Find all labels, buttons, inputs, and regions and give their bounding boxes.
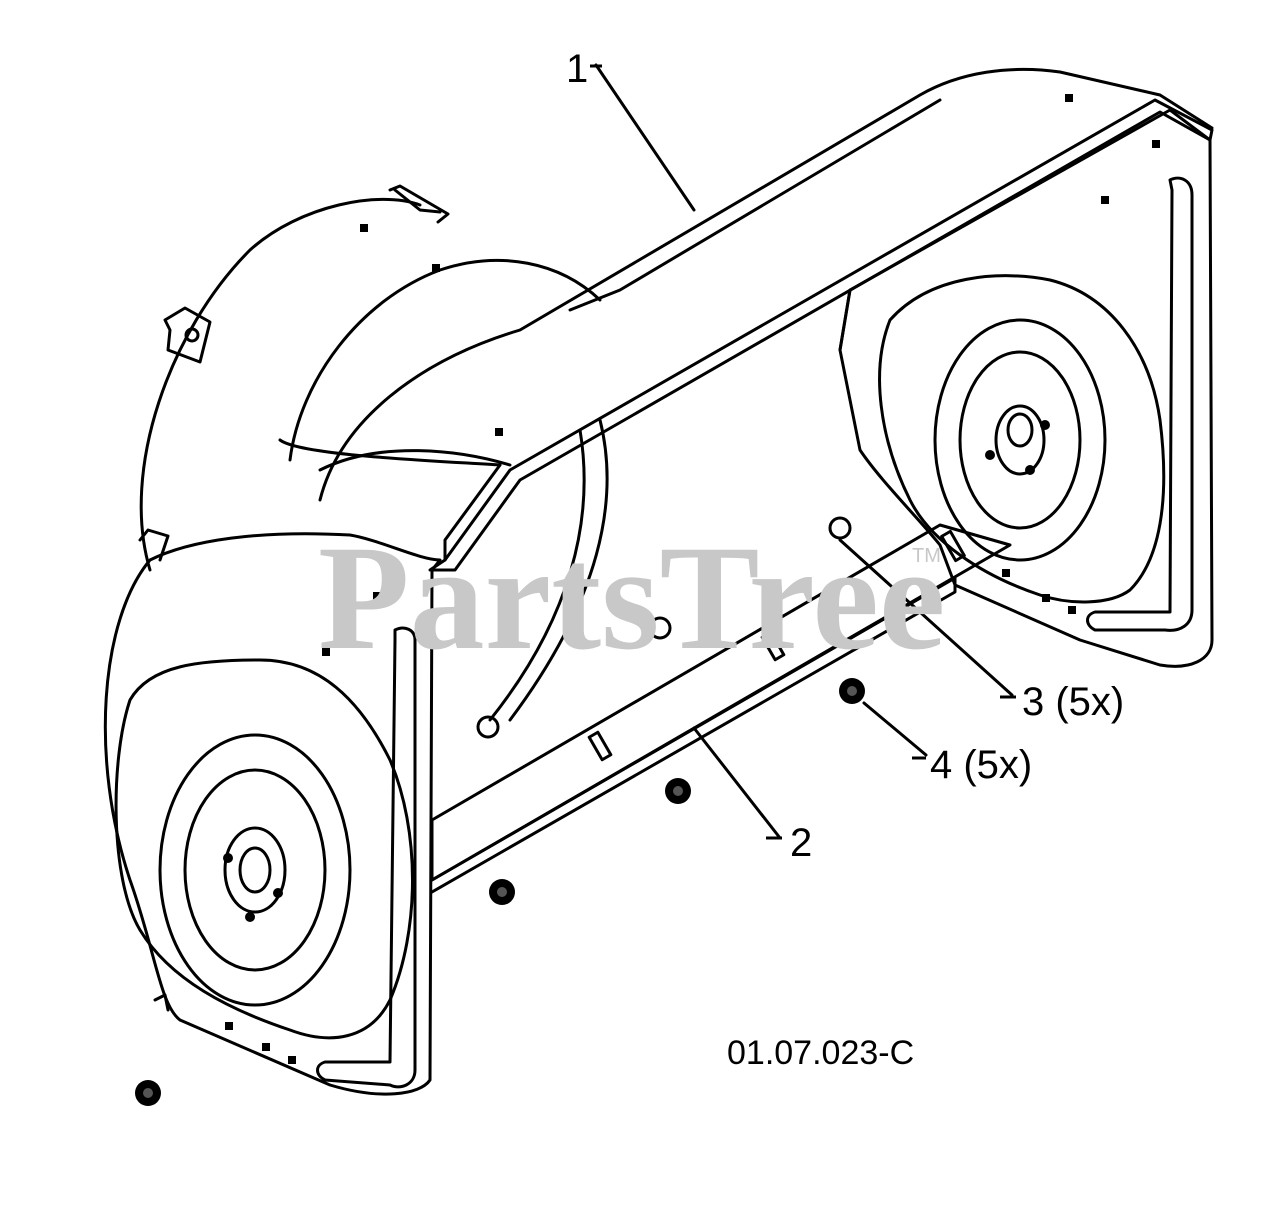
mounting-holes <box>223 94 1160 1064</box>
watermark-logo: PartsTree <box>318 515 945 681</box>
scraper-slots <box>587 529 966 762</box>
carriage-bolts <box>476 516 852 739</box>
callout-1: 1 <box>566 47 588 91</box>
callout-3: 3 (5x) <box>1022 680 1124 724</box>
housing-top-flange <box>428 98 1214 572</box>
impeller-housing-drum <box>138 184 602 572</box>
right-side-plate <box>838 108 1214 668</box>
callout-2: 2 <box>790 821 812 865</box>
diagram-code: 01.07.023-C <box>727 1034 914 1072</box>
leader-lines <box>594 63 1014 840</box>
watermark-trademark: TM <box>912 545 941 567</box>
auger-housing-top <box>278 67 1214 502</box>
callout-4: 4 (5x) <box>930 743 1032 787</box>
housing-back-wall <box>488 288 852 722</box>
callout-dashes <box>590 64 1016 840</box>
left-side-plate <box>103 532 442 1096</box>
flange-nuts <box>135 678 865 1106</box>
